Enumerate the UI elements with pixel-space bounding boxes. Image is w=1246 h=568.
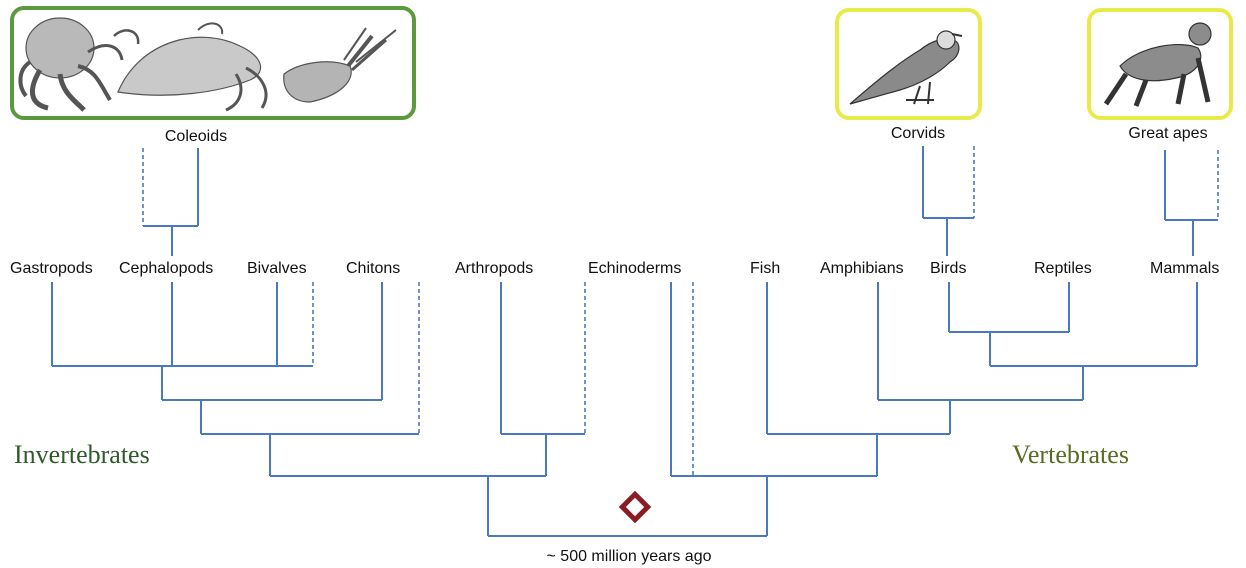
coleoids-label: Coleoids bbox=[165, 128, 227, 145]
taxon-reptiles: Reptiles bbox=[1034, 260, 1092, 277]
taxon-bivalves: Bivalves bbox=[247, 260, 307, 277]
root-node bbox=[488, 494, 767, 536]
taxon-cephalopods: Cephalopods bbox=[119, 260, 213, 277]
great-apes-subtree bbox=[1165, 150, 1218, 256]
taxon-chitons: Chitons bbox=[346, 260, 400, 277]
corvids-subtree bbox=[923, 146, 974, 256]
root-marker-icon bbox=[622, 494, 647, 519]
corvids-label: Corvids bbox=[891, 125, 945, 142]
great-apes-illustration bbox=[1089, 10, 1231, 118]
root-label: ~ 500 million years ago bbox=[547, 548, 712, 565]
coleoids-subtree bbox=[143, 148, 198, 256]
vertebrates-label: Vertebrates bbox=[1012, 440, 1129, 469]
invertebrates-label: Invertebrates bbox=[14, 440, 150, 469]
taxon-echinoderms: Echinoderms bbox=[588, 260, 681, 277]
taxon-gastropods: Gastropods bbox=[10, 260, 93, 277]
vertebrate-branches bbox=[671, 282, 1197, 536]
corvids-illustration bbox=[837, 10, 980, 118]
taxon-arthropods: Arthropods bbox=[455, 260, 533, 277]
coleoids-illustration bbox=[12, 8, 414, 118]
taxon-fish: Fish bbox=[750, 260, 780, 277]
taxon-mammals: Mammals bbox=[1150, 260, 1219, 277]
great-apes-label: Great apes bbox=[1128, 125, 1207, 142]
invertebrate-branches bbox=[52, 282, 585, 536]
taxon-birds: Birds bbox=[930, 260, 966, 277]
taxon-amphibians: Amphibians bbox=[820, 260, 904, 277]
